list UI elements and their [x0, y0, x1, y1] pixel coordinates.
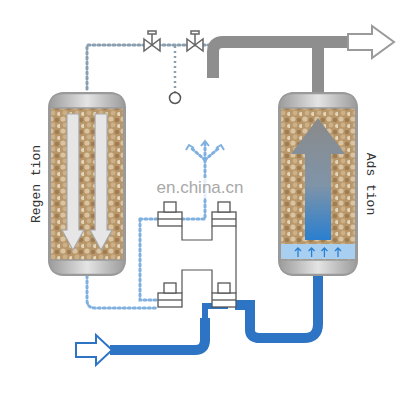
dryer-tower: Ads tion	[278, 92, 358, 276]
purge-valve	[144, 39, 160, 51]
inlet-pipe	[235, 272, 318, 338]
exhaust-arrow	[186, 141, 224, 150]
solenoid-valve	[164, 202, 176, 212]
tower-shape	[291, 118, 345, 240]
tower-shape	[50, 94, 125, 275]
dryer-tower: Regen tion	[48, 92, 126, 276]
regeneration-line	[204, 143, 207, 160]
solenoid-valve	[164, 283, 176, 293]
outlet-pipe	[312, 46, 324, 94]
solenoid-valve	[212, 293, 236, 307]
pressure-gauge	[170, 93, 181, 104]
solenoid-valve	[218, 283, 230, 293]
pressure-gauge	[174, 46, 177, 92]
solenoid-valve	[158, 299, 182, 300]
tower-shape	[50, 94, 125, 109]
solenoid-valve	[158, 293, 182, 307]
watermark: en.china.cn	[155, 178, 246, 198]
purge-valve	[187, 39, 203, 51]
pressure-gauge	[170, 46, 181, 104]
regeneration-line	[205, 147, 220, 160]
tower-shape	[50, 260, 125, 275]
exhaust-arrow	[216, 145, 224, 150]
solenoid-valve	[158, 212, 182, 226]
solenoid-valve	[158, 202, 236, 307]
tower-shape	[280, 260, 357, 275]
outlet-pipe	[213, 42, 348, 78]
solenoid-valve	[218, 202, 230, 212]
tower-shape	[62, 114, 84, 250]
tower-shape	[281, 244, 355, 259]
exhaust-arrow	[201, 141, 209, 146]
solenoid-valve	[158, 218, 182, 219]
purge-valve	[191, 31, 199, 34]
outlet-pipe	[213, 42, 348, 94]
inlet-pipe	[110, 272, 318, 350]
tower-shape	[48, 92, 126, 276]
tower-shape	[280, 94, 357, 109]
tower-label: Regen tion	[30, 145, 43, 223]
tower-shape	[295, 248, 301, 257]
regeneration-line	[140, 218, 158, 221]
outlet-arrow	[348, 26, 394, 58]
inlet-pipe	[110, 318, 205, 350]
solenoid-valve	[212, 218, 236, 219]
tower-shape	[280, 94, 357, 275]
purge-valve	[148, 31, 156, 34]
purge-valve	[151, 34, 153, 45]
purge-valve	[144, 31, 203, 51]
valve-wiring	[235, 226, 236, 293]
valve-wiring	[182, 226, 236, 293]
purge-valve	[194, 34, 196, 45]
purge-line	[87, 45, 318, 92]
solenoid-valve	[212, 299, 236, 300]
inlet-arrow	[76, 335, 112, 365]
tower-shape	[335, 248, 341, 257]
valve-wiring	[182, 226, 212, 240]
inlet-pipe	[205, 306, 228, 318]
valve-wiring	[182, 270, 212, 293]
exhaust-arrow	[186, 145, 194, 150]
tower-shape	[278, 92, 358, 276]
solenoid-valve	[212, 212, 236, 226]
tower-shape	[309, 248, 315, 257]
regeneration-line	[87, 276, 158, 308]
regeneration-line	[140, 219, 158, 300]
tower-shape	[90, 114, 112, 250]
regeneration-line	[190, 147, 205, 160]
tower-label: Ads tion	[364, 153, 377, 215]
tower-shape	[321, 248, 327, 257]
